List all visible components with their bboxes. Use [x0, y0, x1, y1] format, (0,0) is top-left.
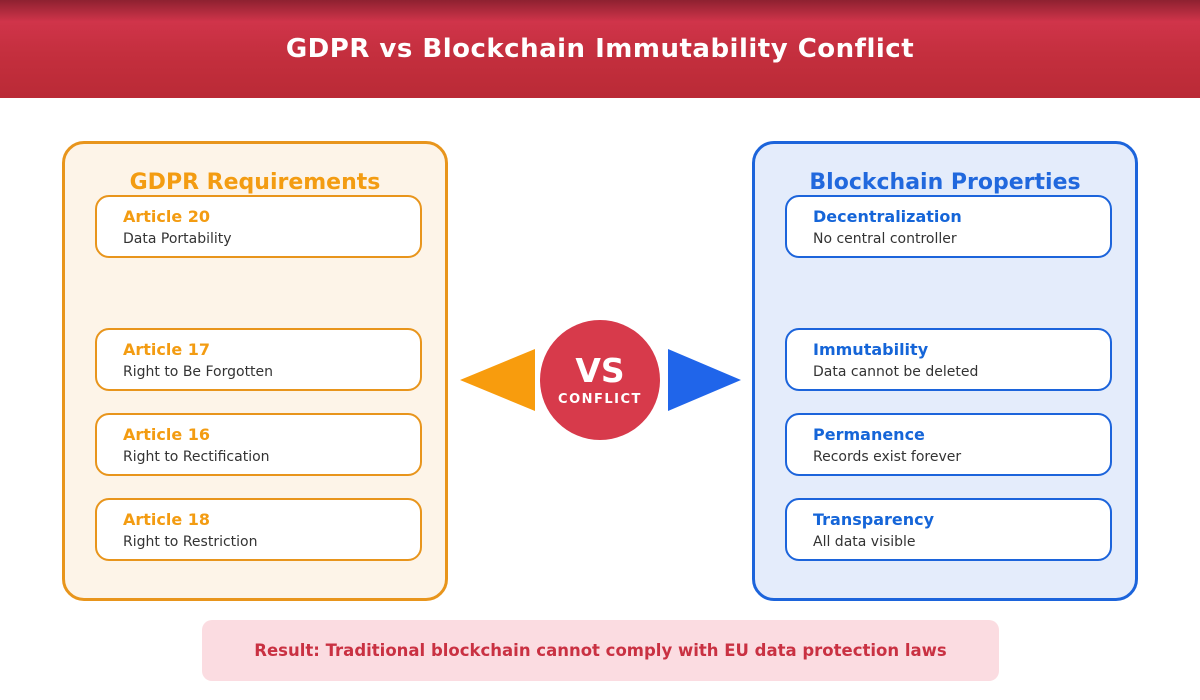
header-banner: GDPR vs Blockchain Immutability Conflict: [0, 0, 1200, 98]
gdpr-card-article-20: Article 20 Data Portability: [95, 195, 422, 258]
blockchain-card-permanence: Permanence Records exist forever: [785, 413, 1112, 476]
card-title: Decentralization: [813, 207, 962, 226]
card-title: Article 17: [123, 340, 211, 359]
gdpr-card-article-17: Article 17 Right to Be Forgotten: [95, 328, 422, 391]
page-title: GDPR vs Blockchain Immutability Conflict: [285, 34, 915, 64]
blockchain-card-immutability: Immutability Data cannot be deleted: [785, 328, 1112, 391]
gdpr-panel-title: GDPR Requirements: [129, 170, 381, 195]
left-arrow-icon: [460, 349, 535, 411]
card-subtitle: Data Portability: [123, 231, 232, 247]
gdpr-panel: GDPR Requirements Article 17 Right to Be…: [62, 141, 448, 601]
gdpr-card-article-18: Article 18 Right to Restriction: [95, 498, 422, 561]
result-banner: Result: Traditional blockchain cannot co…: [202, 620, 999, 681]
card-title: Article 16: [123, 425, 211, 444]
gdpr-card-article-16: Article 16 Right to Rectification: [95, 413, 422, 476]
card-title: Immutability: [813, 340, 929, 359]
card-subtitle: Right to Restriction: [123, 534, 258, 550]
result-text: Result: Traditional blockchain cannot co…: [254, 641, 947, 660]
card-subtitle: All data visible: [813, 534, 916, 550]
card-title: Transparency: [813, 510, 935, 529]
conflict-label: CONFLICT: [558, 391, 642, 407]
blockchain-panel-title: Blockchain Properties: [809, 170, 1081, 195]
card-title: Permanence: [813, 425, 925, 444]
card-subtitle: No central controller: [813, 231, 957, 247]
card-subtitle: Records exist forever: [813, 449, 962, 465]
blockchain-card-decentralization: Decentralization No central controller: [785, 195, 1112, 258]
right-arrow-icon: [668, 349, 741, 411]
vs-label: VS: [575, 350, 625, 390]
card-subtitle: Data cannot be deleted: [813, 364, 979, 380]
card-title: Article 20: [123, 207, 211, 226]
blockchain-panel: Blockchain Properties Immutability Data …: [752, 141, 1138, 601]
card-subtitle: Right to Be Forgotten: [123, 364, 274, 380]
blockchain-card-transparency: Transparency All data visible: [785, 498, 1112, 561]
card-title: Article 18: [123, 510, 211, 529]
card-subtitle: Right to Rectification: [123, 449, 270, 465]
vs-conflict-badge: VS CONFLICT: [540, 320, 660, 440]
